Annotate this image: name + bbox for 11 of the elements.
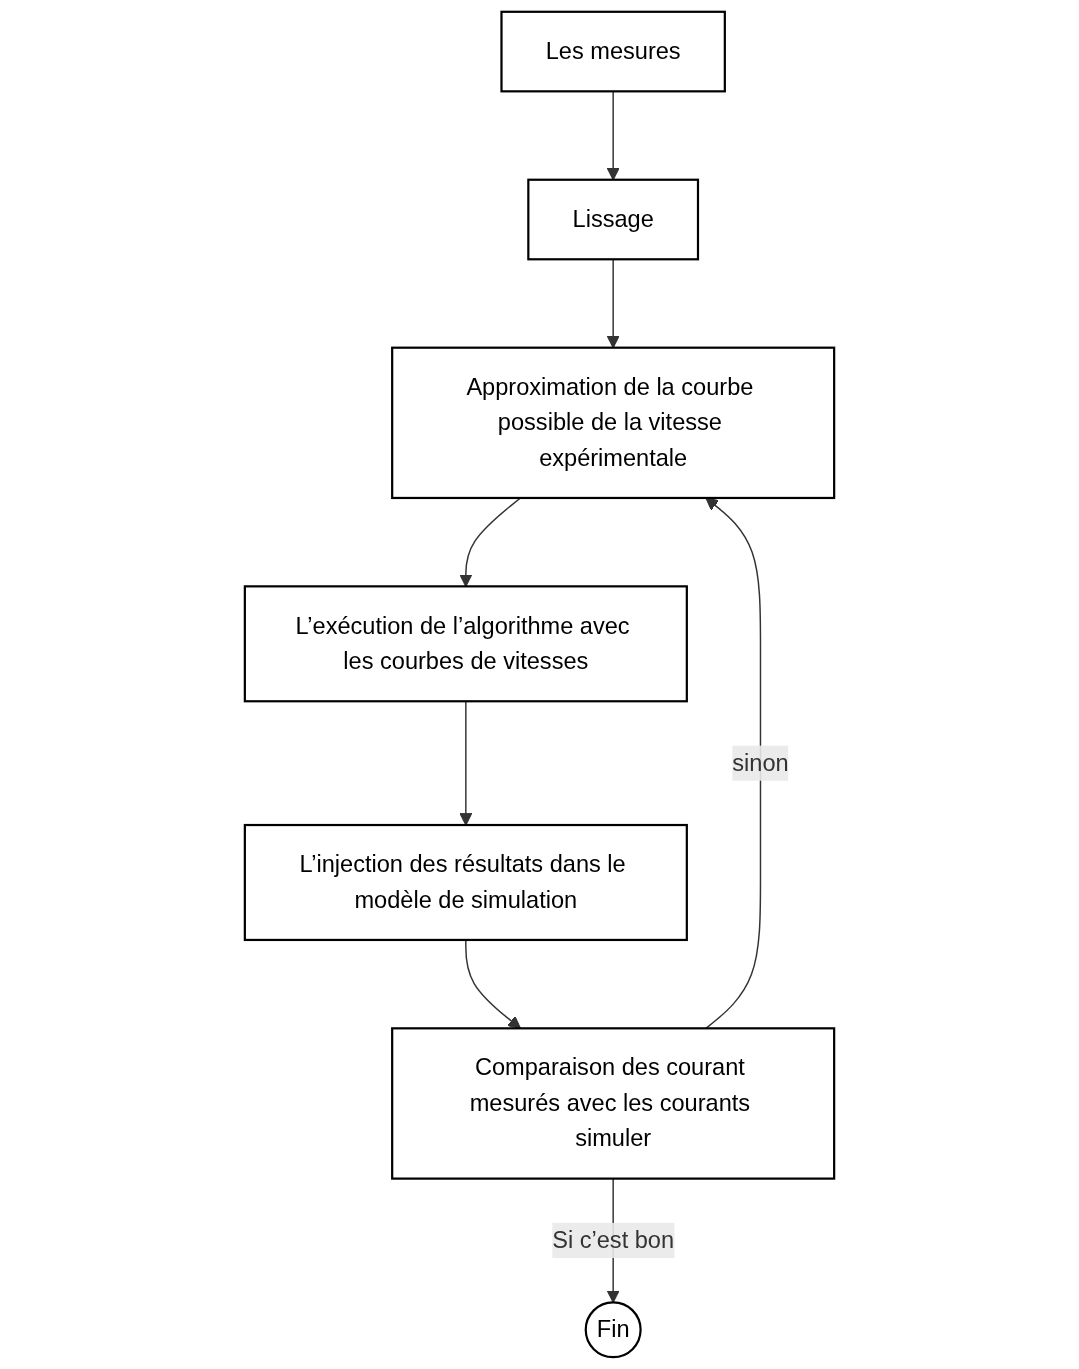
node-box: Comparaison des courant mesurés avec les courants simuler [391,1027,836,1180]
node-box: L’injection des résultats dans le modèle de simulation [243,823,688,942]
arrow [459,497,522,587]
node-box: Les mesures [500,10,726,93]
edge-label: sinon [732,749,789,775]
node-box: Lissage [527,178,700,261]
arrow [465,939,521,1029]
node-box: L’exécution de l’algorithme avec les courbes de vitesses [243,585,688,703]
edge-label: Si c’est bon [552,1227,675,1253]
node-box: Approximation de la courbe possible de la vitesse expérimentale [391,346,836,500]
node-circle: Fin [584,1301,642,1359]
